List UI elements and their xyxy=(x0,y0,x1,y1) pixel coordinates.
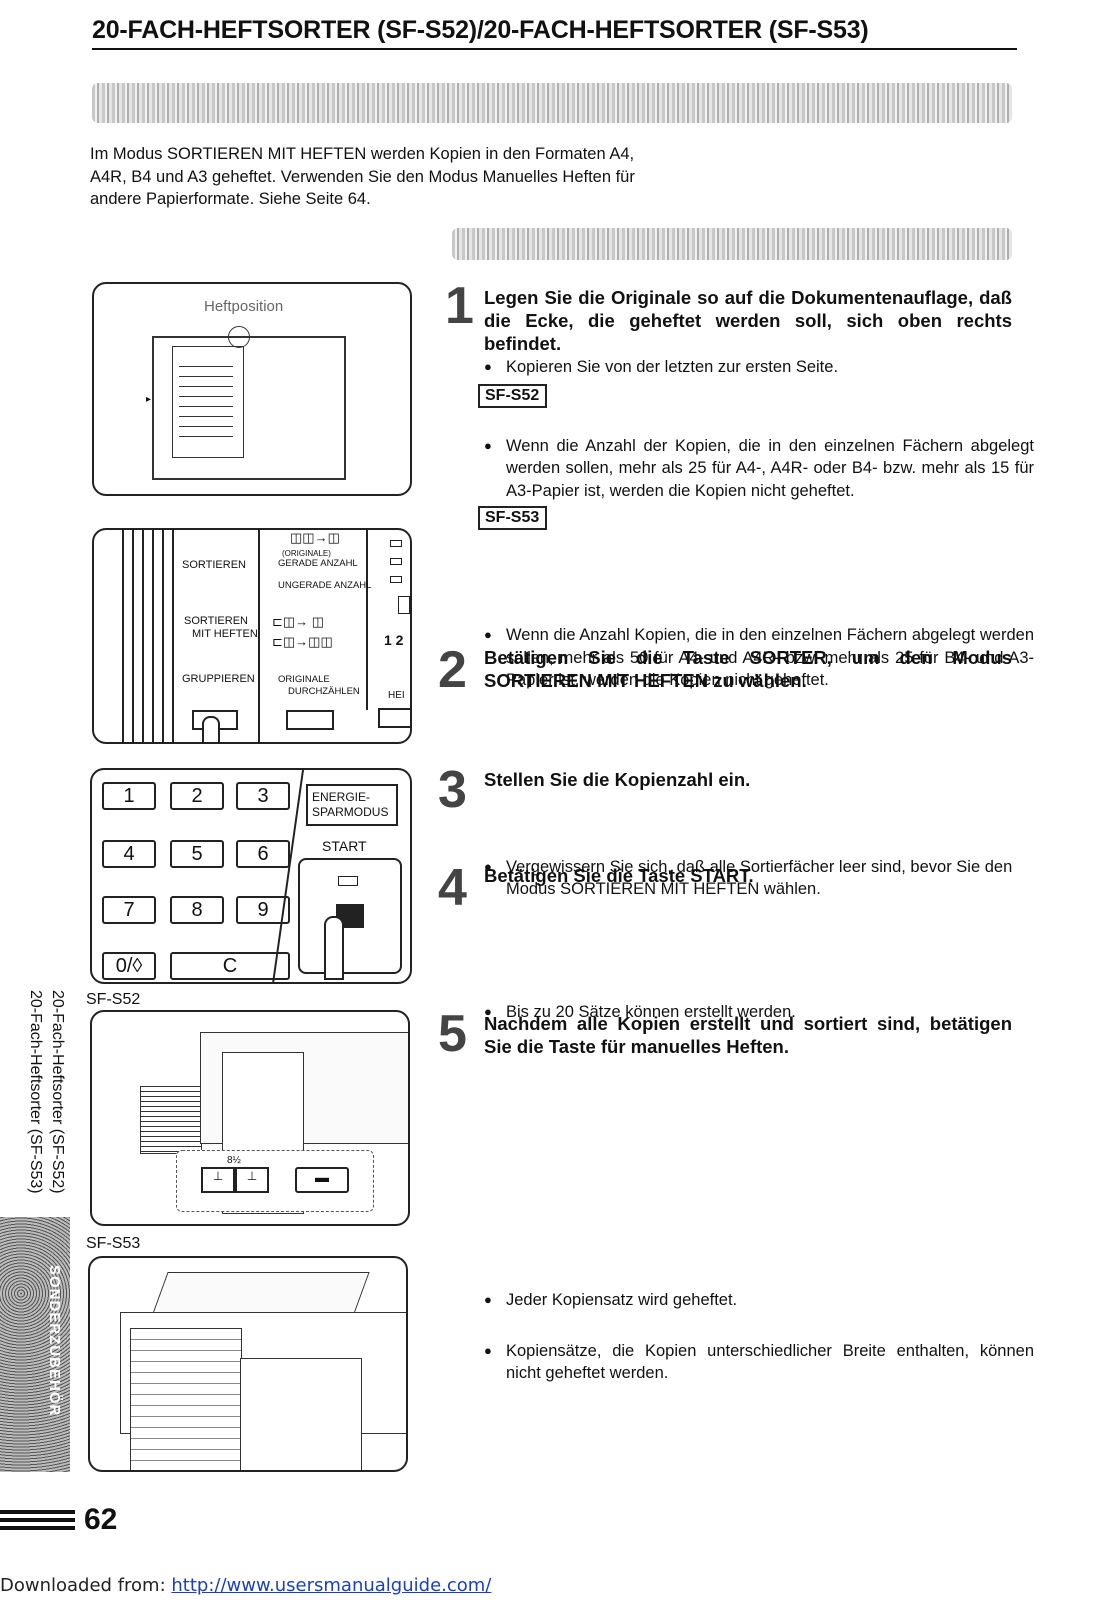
manual-staple-panel: 8½ ⊥ ⊥ ▬ xyxy=(176,1150,374,1212)
step-5-bullet-2: Kopiensätze, die Kopien unterschiedliche… xyxy=(484,1340,1034,1385)
step-3-bullet-1: Bis zu 20 Sätze können erstellt werden. xyxy=(484,1001,1034,1024)
staple-position-label: Heftposition xyxy=(204,298,284,315)
step-4-heading: Betätigen Sie die Taste START. xyxy=(484,865,754,886)
ungerade-anzahl-label: UNGERADE ANZAHL xyxy=(278,580,372,591)
gerade-anzahl-label: GERADE ANZAHL xyxy=(278,558,358,569)
panel-divider-right xyxy=(366,530,368,710)
step-1-bullet-1: Kopieren Sie von der letzten zur ersten … xyxy=(484,356,1026,379)
step-2-heading: Betätigen Sie die Taste SORTER, um den M… xyxy=(484,647,1012,691)
footer-link[interactable]: http://www.usersmanualguide.com/ xyxy=(171,1575,492,1596)
decorative-banner xyxy=(92,83,1012,123)
sorter-unit xyxy=(130,1328,242,1470)
staple-button-left[interactable]: ⊥ xyxy=(201,1167,235,1193)
duplex-icon: ◫◫→◫ xyxy=(290,530,340,545)
indicator-lamp xyxy=(390,558,402,565)
manual-staple-label: 8½ xyxy=(227,1155,241,1166)
side-label-2: 20-Fach-Heftsorter (SF-S53) xyxy=(27,990,44,1194)
step-1-bullet-2: Wenn die Anzahl der Kopien, die in den e… xyxy=(484,435,1034,503)
original-document xyxy=(172,346,244,458)
staple-mode-icon: ⊏◫→ ◫⊏◫→◫◫ xyxy=(272,614,333,649)
sf-s53-caption: SF-S53 xyxy=(86,1235,141,1252)
decorative-banner-secondary xyxy=(452,228,1012,260)
energy-label-1: ENERGIE- xyxy=(312,790,371,804)
key-1[interactable]: 1 xyxy=(102,782,156,810)
section-tab-label: SONDERZUBEHÖR xyxy=(46,1265,63,1417)
page-number-rule xyxy=(0,1518,75,1522)
gruppieren-label: GRUPPIEREN xyxy=(182,673,255,685)
step-2-bullet-1: Vergewissern Sie sich, daß alle Sortierf… xyxy=(484,856,1034,901)
title-rule xyxy=(92,48,1017,50)
glass-frame: ▸ xyxy=(146,326,346,480)
step-1-bullet-3: Wenn die Anzahl Kopien, die in den einze… xyxy=(484,624,1034,692)
copier-cabinet xyxy=(240,1358,362,1470)
sf-s52-caption: SF-S52 xyxy=(86,991,141,1008)
key-clear[interactable]: C xyxy=(170,952,290,980)
key-zero[interactable]: 0/◊ xyxy=(102,952,156,980)
originale-small-label: (ORIGINALE) xyxy=(282,549,331,558)
key-8[interactable]: 8 xyxy=(170,896,224,924)
panel-right-number: 1 2 xyxy=(384,632,404,648)
step-3-heading: Stellen Sie die Kopienzahl ein. xyxy=(484,769,751,790)
energy-save-button[interactable]: ENERGIE- SPARMODUS xyxy=(306,784,398,826)
intro-text: Im Modus SORTIEREN MIT HEFTEN werden Kop… xyxy=(90,145,635,208)
footer-prefix: Downloaded from: xyxy=(0,1575,172,1596)
panel-right-button[interactable] xyxy=(378,708,410,728)
step-1-heading: Legen Sie die Originale so auf die Dokum… xyxy=(484,287,1012,354)
key-3[interactable]: 3 xyxy=(236,782,290,810)
step-4-number: 4 xyxy=(438,859,467,917)
key-4[interactable]: 4 xyxy=(102,840,156,868)
page-number-rule xyxy=(0,1510,75,1514)
start-button[interactable] xyxy=(298,858,402,980)
sorter-bins xyxy=(140,1086,202,1154)
staple-corner-marker xyxy=(228,326,250,348)
sf-s52-figure: 8½ ⊥ ⊥ ▬ xyxy=(90,1010,410,1226)
originale-label-1: ORIGINALE xyxy=(278,674,330,685)
panel-divider xyxy=(258,530,260,742)
display-window xyxy=(398,596,410,614)
step-3-number: 3 xyxy=(438,761,467,819)
originale-label-2: DURCHZÄHLEN xyxy=(288,686,360,697)
key-2[interactable]: 2 xyxy=(170,782,224,810)
energy-label-2: SPARMODUS xyxy=(312,805,389,819)
manual-staple-button[interactable]: ▬ xyxy=(295,1167,349,1193)
indicator-lamp xyxy=(390,576,402,583)
sf-s53-figure xyxy=(88,1256,408,1472)
model-tag-sf-s53: SF-S53 xyxy=(478,506,548,530)
finger-icon xyxy=(324,916,344,980)
side-section-label: 20-Fach-Heftsorter (SF-S52) 20-Fach-Heft… xyxy=(24,990,68,1194)
panel-stripes xyxy=(122,530,174,742)
sortieren-heften-label-1: SORTIEREN xyxy=(184,615,248,627)
start-lamp xyxy=(338,876,358,886)
side-label-1: 20-Fach-Heftsorter (SF-S52) xyxy=(49,990,66,1194)
download-footer: Downloaded from: http://www.usersmanualg… xyxy=(0,1575,491,1596)
staple-position-figure: Heftposition ▸ xyxy=(92,282,412,496)
section-tab xyxy=(0,1217,70,1472)
copier-lid xyxy=(152,1272,370,1314)
sortieren-heften-label-2: MIT HEFTEN xyxy=(192,628,258,640)
step-5-bullet-1: Jeder Kopiensatz wird geheftet. xyxy=(484,1289,1034,1312)
step-2-number: 2 xyxy=(438,641,467,699)
originale-button[interactable] xyxy=(286,710,334,730)
staple-button-right[interactable]: ⊥ xyxy=(235,1167,269,1193)
step-1-number: 1 xyxy=(445,277,474,335)
page-number-rule xyxy=(0,1526,75,1530)
indicator-lamp xyxy=(390,540,402,547)
panel-right-text: HEI xyxy=(388,690,405,701)
step-5-heading: Nachdem alle Kopien erstellt und sortier… xyxy=(484,1013,1012,1057)
arrow-icon: ▸ xyxy=(146,394,152,405)
key-6[interactable]: 6 xyxy=(236,840,290,868)
step-5-number: 5 xyxy=(438,1005,467,1063)
page-number: 62 xyxy=(84,1503,118,1536)
start-label: START xyxy=(322,838,367,854)
key-7[interactable]: 7 xyxy=(102,896,156,924)
model-tag-sf-s52: SF-S52 xyxy=(478,384,548,408)
keypad-figure: 1 2 3 4 5 6 7 8 9 0/◊ C ENERGIE- SPARMOD… xyxy=(90,768,412,984)
finger-icon xyxy=(202,716,220,742)
key-5[interactable]: 5 xyxy=(170,840,224,868)
page-title: 20-FACH-HEFTSORTER (SF-S52)/20-FACH-HEFT… xyxy=(92,16,869,44)
control-panel-figure: SORTIEREN (ORIGINALE) GERADE ANZAHL UNGE… xyxy=(92,528,412,744)
sortieren-label: SORTIEREN xyxy=(182,559,246,571)
